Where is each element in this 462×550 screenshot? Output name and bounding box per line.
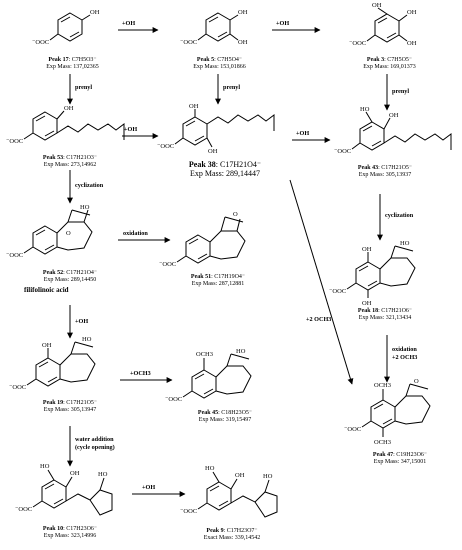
structure-peak-52 bbox=[23, 209, 93, 255]
structure-peak-9 bbox=[197, 471, 278, 518]
compound-label-peak-43: Peak 43: C17H21O5⁻ Exp Mass: 305,13937 bbox=[357, 165, 413, 178]
atom-ho: HO bbox=[40, 463, 50, 470]
atom-oh: OH bbox=[407, 9, 417, 16]
atom-ho: HO bbox=[98, 471, 108, 478]
atom-oh: OH bbox=[362, 246, 372, 253]
structure-peak-10 bbox=[32, 469, 113, 516]
atom-oh: OH bbox=[70, 470, 80, 477]
arrow-label-water-addition: water addition bbox=[75, 436, 114, 443]
compound-label-peak-47: Peak 47: C19H23O6⁻ Exp Mass: 347,15001 bbox=[372, 452, 428, 465]
atom-oh: OH bbox=[372, 2, 382, 9]
atom-ho: HO bbox=[82, 336, 92, 343]
atom-oh: OH bbox=[235, 472, 245, 479]
compound-label-peak-10: Peak 10: C17H23O6⁻ Exp Mass: 323,14996 bbox=[42, 526, 98, 539]
compound-label-peak-38: Peak 38: C17H21O4⁻ Exp Mass: 289,14447 bbox=[188, 160, 262, 178]
atom-oh: OH bbox=[238, 39, 248, 46]
arrow-label-prenyl: prenyl bbox=[223, 84, 241, 91]
arrow-label-oh: +OH bbox=[124, 126, 138, 133]
atom-coo: ⁻OOC bbox=[329, 288, 346, 295]
arrow-label-oh: +OH bbox=[75, 318, 89, 325]
atom-o: O bbox=[233, 211, 238, 218]
atom-o: O bbox=[66, 230, 71, 237]
atom-coo: ⁻OOC bbox=[334, 148, 351, 155]
arrow-label-oh: +OH bbox=[122, 20, 136, 27]
atom-oh: OH bbox=[208, 148, 218, 155]
arrow-label-oxidation: oxidation bbox=[392, 346, 417, 353]
arrow-label-2-och3: +2 OCH3 bbox=[392, 354, 418, 361]
arrow-label-oh: +OH bbox=[296, 130, 310, 137]
atom-coo: ⁻OOC bbox=[180, 39, 197, 46]
atom-ho: HO bbox=[80, 204, 90, 211]
compound-label-peak-5: Peak 5: C7H5O4⁻ Exp Mass: 153,01866 bbox=[193, 57, 246, 70]
atom-coo: ⁻OOC bbox=[6, 252, 23, 259]
atom-ho: HO bbox=[360, 106, 370, 113]
structure-peak-53 bbox=[23, 110, 125, 141]
atom-oh: OH bbox=[362, 300, 372, 307]
arrow-43-47 bbox=[289, 179, 354, 385]
arrow-label-cyclization: cyclization bbox=[75, 182, 104, 189]
structure-peak-51 bbox=[176, 216, 246, 264]
atom-och3: OCH3 bbox=[374, 439, 391, 446]
compound-label-peak-51: Peak 51: C17H19O4⁻ Exp Mass: 287,12881 bbox=[190, 274, 246, 287]
atom-coo: ⁻OOC bbox=[6, 138, 23, 145]
arrow-label-oxidation: oxidation bbox=[123, 230, 148, 237]
atom-coo: ⁻OOC bbox=[15, 506, 32, 513]
atom-labels: OH ⁻OOC OH OH ⁻OOC OH OH OH ⁻OOC OH ⁻OOC… bbox=[6, 2, 419, 515]
atom-o: O bbox=[414, 378, 419, 385]
arrow-label-och3: +OCH3 bbox=[130, 370, 151, 377]
atom-coo: ⁻OOC bbox=[157, 143, 174, 150]
atom-och3: OCH3 bbox=[196, 351, 213, 358]
compound-label-peak-18: Peak 18: C17H21O6⁻ Exp Mass: 321,13434 bbox=[357, 308, 413, 321]
atom-ho: HO bbox=[263, 473, 273, 480]
arrow-label-oh: +OH bbox=[142, 484, 156, 491]
arrows bbox=[67, 27, 390, 497]
arrow-label-cycle-opening: (cycle opening) bbox=[75, 444, 115, 451]
compound-name-filifolinoic-acid: filifolinoic acid bbox=[24, 286, 69, 294]
atom-coo: ⁻OOC bbox=[344, 426, 361, 433]
atom-coo: ⁻OOC bbox=[180, 508, 197, 515]
structure-peak-47 bbox=[361, 383, 431, 437]
structure-peak-45 bbox=[182, 353, 252, 399]
structure-peak-17 bbox=[49, 12, 91, 42]
compound-label-peak-9: Peak 9: C17H23O7⁻ Exact Mass: 339,14542 bbox=[203, 528, 261, 541]
atom-coo: ⁻OOC bbox=[159, 261, 176, 268]
compound-label-peak-3: Peak 3: C7H5O5⁻ Exp Mass: 169,01373 bbox=[363, 57, 416, 70]
structure-peak-5 bbox=[197, 12, 239, 42]
structure-peak-19 bbox=[26, 341, 96, 387]
structure-peak-3 bbox=[366, 7, 408, 43]
atom-ho: HO bbox=[205, 465, 215, 472]
atom-oh: OH bbox=[238, 9, 248, 16]
structure-peak-18 bbox=[346, 245, 416, 298]
atom-oh: OH bbox=[64, 105, 74, 112]
structure-peak-38 bbox=[174, 109, 275, 148]
arrow-label-2-och3: +2 OCH3 bbox=[306, 316, 332, 323]
atom-oh: OH bbox=[407, 40, 417, 47]
atom-ho: HO bbox=[236, 348, 246, 355]
compound-label-peak-53: Peak 53: C17H21O3⁻ Exp Mass: 273,14962 bbox=[42, 155, 98, 168]
atom-och3: OCH3 bbox=[374, 382, 391, 389]
compound-label-peak-19: Peak 19: C17H21O5⁻ Exp Mass: 305,13947 bbox=[42, 400, 98, 413]
atom-oh: OH bbox=[189, 103, 199, 110]
arrow-label-cyclization: cyclization bbox=[385, 212, 414, 219]
atom-ho: HO bbox=[400, 240, 410, 247]
atom-coo: ⁻OOC bbox=[349, 40, 366, 47]
atom-oh: OH bbox=[90, 9, 100, 16]
compound-label-peak-45: Peak 45: C18H23O5⁻ Exp Mass: 319,15497 bbox=[197, 410, 253, 423]
arrow-label-oh: +OH bbox=[276, 20, 290, 27]
compound-label-peak-17: Peak 17: C7H5O3⁻ Exp Mass: 137,02365 bbox=[46, 57, 99, 70]
structure-peak-43 bbox=[351, 111, 452, 151]
arrow-label-prenyl: prenyl bbox=[75, 84, 93, 91]
compound-label-peak-52: Peak 52: C17H21O4⁻ Exp Mass: 289,14450 bbox=[42, 270, 98, 283]
atom-oh: OH bbox=[42, 342, 52, 349]
atom-oh: OH bbox=[389, 112, 399, 119]
atom-coo: ⁻OOC bbox=[32, 39, 49, 46]
structures bbox=[23, 7, 452, 518]
atom-coo: ⁻OOC bbox=[9, 384, 26, 391]
atom-coo: ⁻OOC bbox=[165, 396, 182, 403]
arrow-label-prenyl: prenyl bbox=[392, 88, 410, 95]
